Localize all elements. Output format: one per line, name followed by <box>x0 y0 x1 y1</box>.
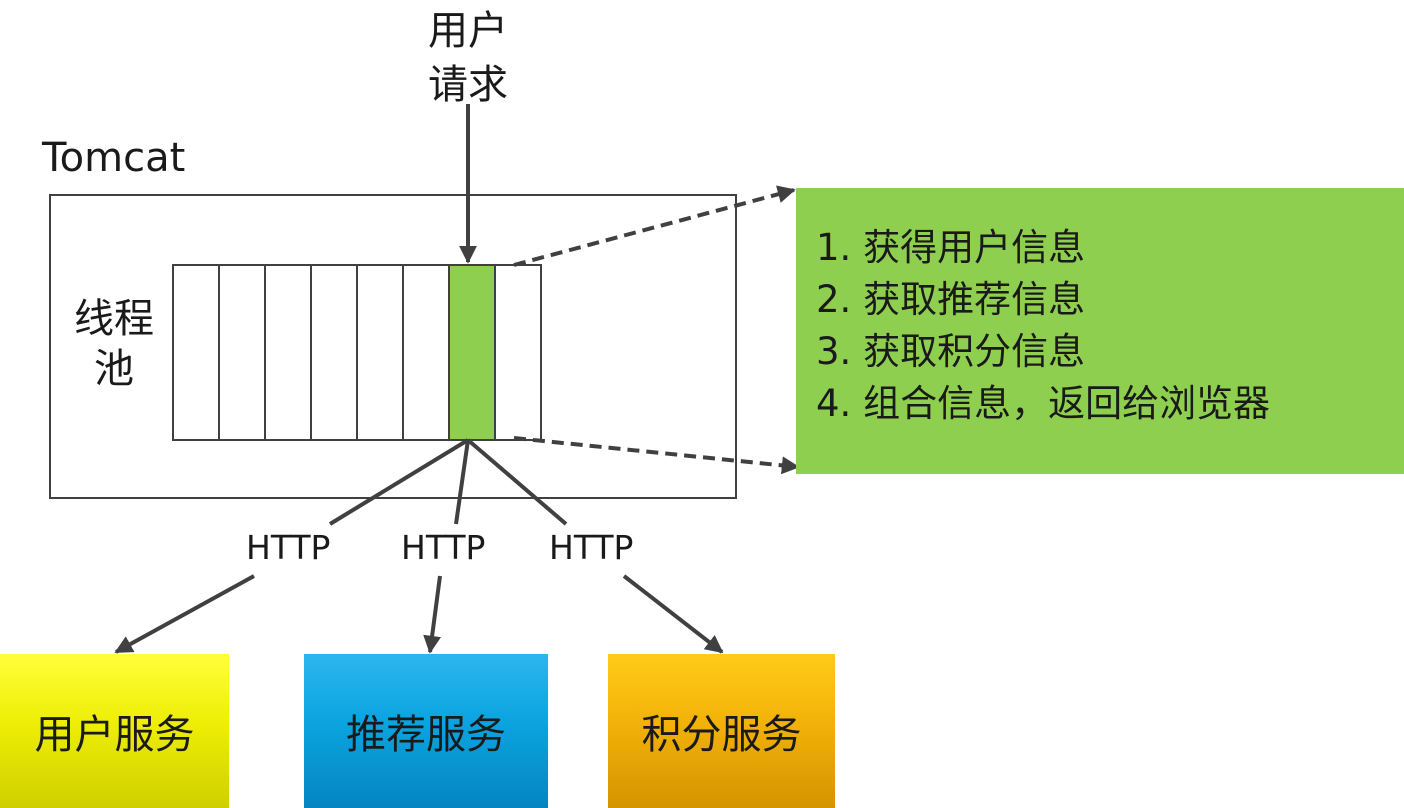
http-line-points <box>466 438 568 526</box>
user-service-box: 用户服务 <box>0 654 229 808</box>
user-request-label: 用户 请求 <box>400 4 536 112</box>
thread-pool <box>172 264 542 441</box>
thread-slot <box>264 264 312 441</box>
thread-slot <box>402 264 450 441</box>
http-label-user: HTTP <box>242 528 335 568</box>
points-service-box: 积分服务 <box>608 654 835 808</box>
thread-slot <box>310 264 358 441</box>
http-label-points: HTTP <box>545 528 638 568</box>
active-thread-slot <box>448 264 496 441</box>
callout-arrow-top <box>513 185 796 267</box>
thread-pool-label-line2: 池 <box>94 346 134 392</box>
step-item: 3. 获取积分信息 <box>816 330 1086 373</box>
step-item: 2. 获取推荐信息 <box>816 278 1086 321</box>
step-item: 4. 组合信息，返回给浏览器 <box>816 382 1271 425</box>
recommend-service-box: 推荐服务 <box>304 654 548 808</box>
tomcat-label: Tomcat <box>42 135 186 181</box>
thread-slot <box>218 264 266 441</box>
http-arrow-recommend <box>423 575 442 654</box>
http-arrow-user <box>114 574 255 654</box>
thread-slot <box>494 264 542 441</box>
user-service-label: 用户服务 <box>34 712 195 758</box>
thread-pool-label: 线程 池 <box>66 294 162 394</box>
step-item: 1. 获得用户信息 <box>816 226 1086 269</box>
http-arrow-points <box>622 574 724 654</box>
http-line-user <box>328 438 470 526</box>
user-request-line1: 用户 <box>428 8 508 54</box>
thread-slot <box>356 264 404 441</box>
thread-pool-label-line1: 线程 <box>74 296 154 342</box>
http-label-recommend: HTTP <box>397 528 490 568</box>
callout-arrow-bottom <box>513 436 800 475</box>
thread-slot <box>172 264 220 441</box>
recommend-service-label: 推荐服务 <box>346 712 506 758</box>
points-service-label: 积分服务 <box>641 712 802 758</box>
request-steps-box: 1. 获得用户信息 2. 获取推荐信息 3. 获取积分信息 4. 组合信息，返回… <box>796 188 1404 474</box>
http-line-recommend <box>454 439 470 525</box>
user-request-line2: 请求 <box>428 62 508 108</box>
